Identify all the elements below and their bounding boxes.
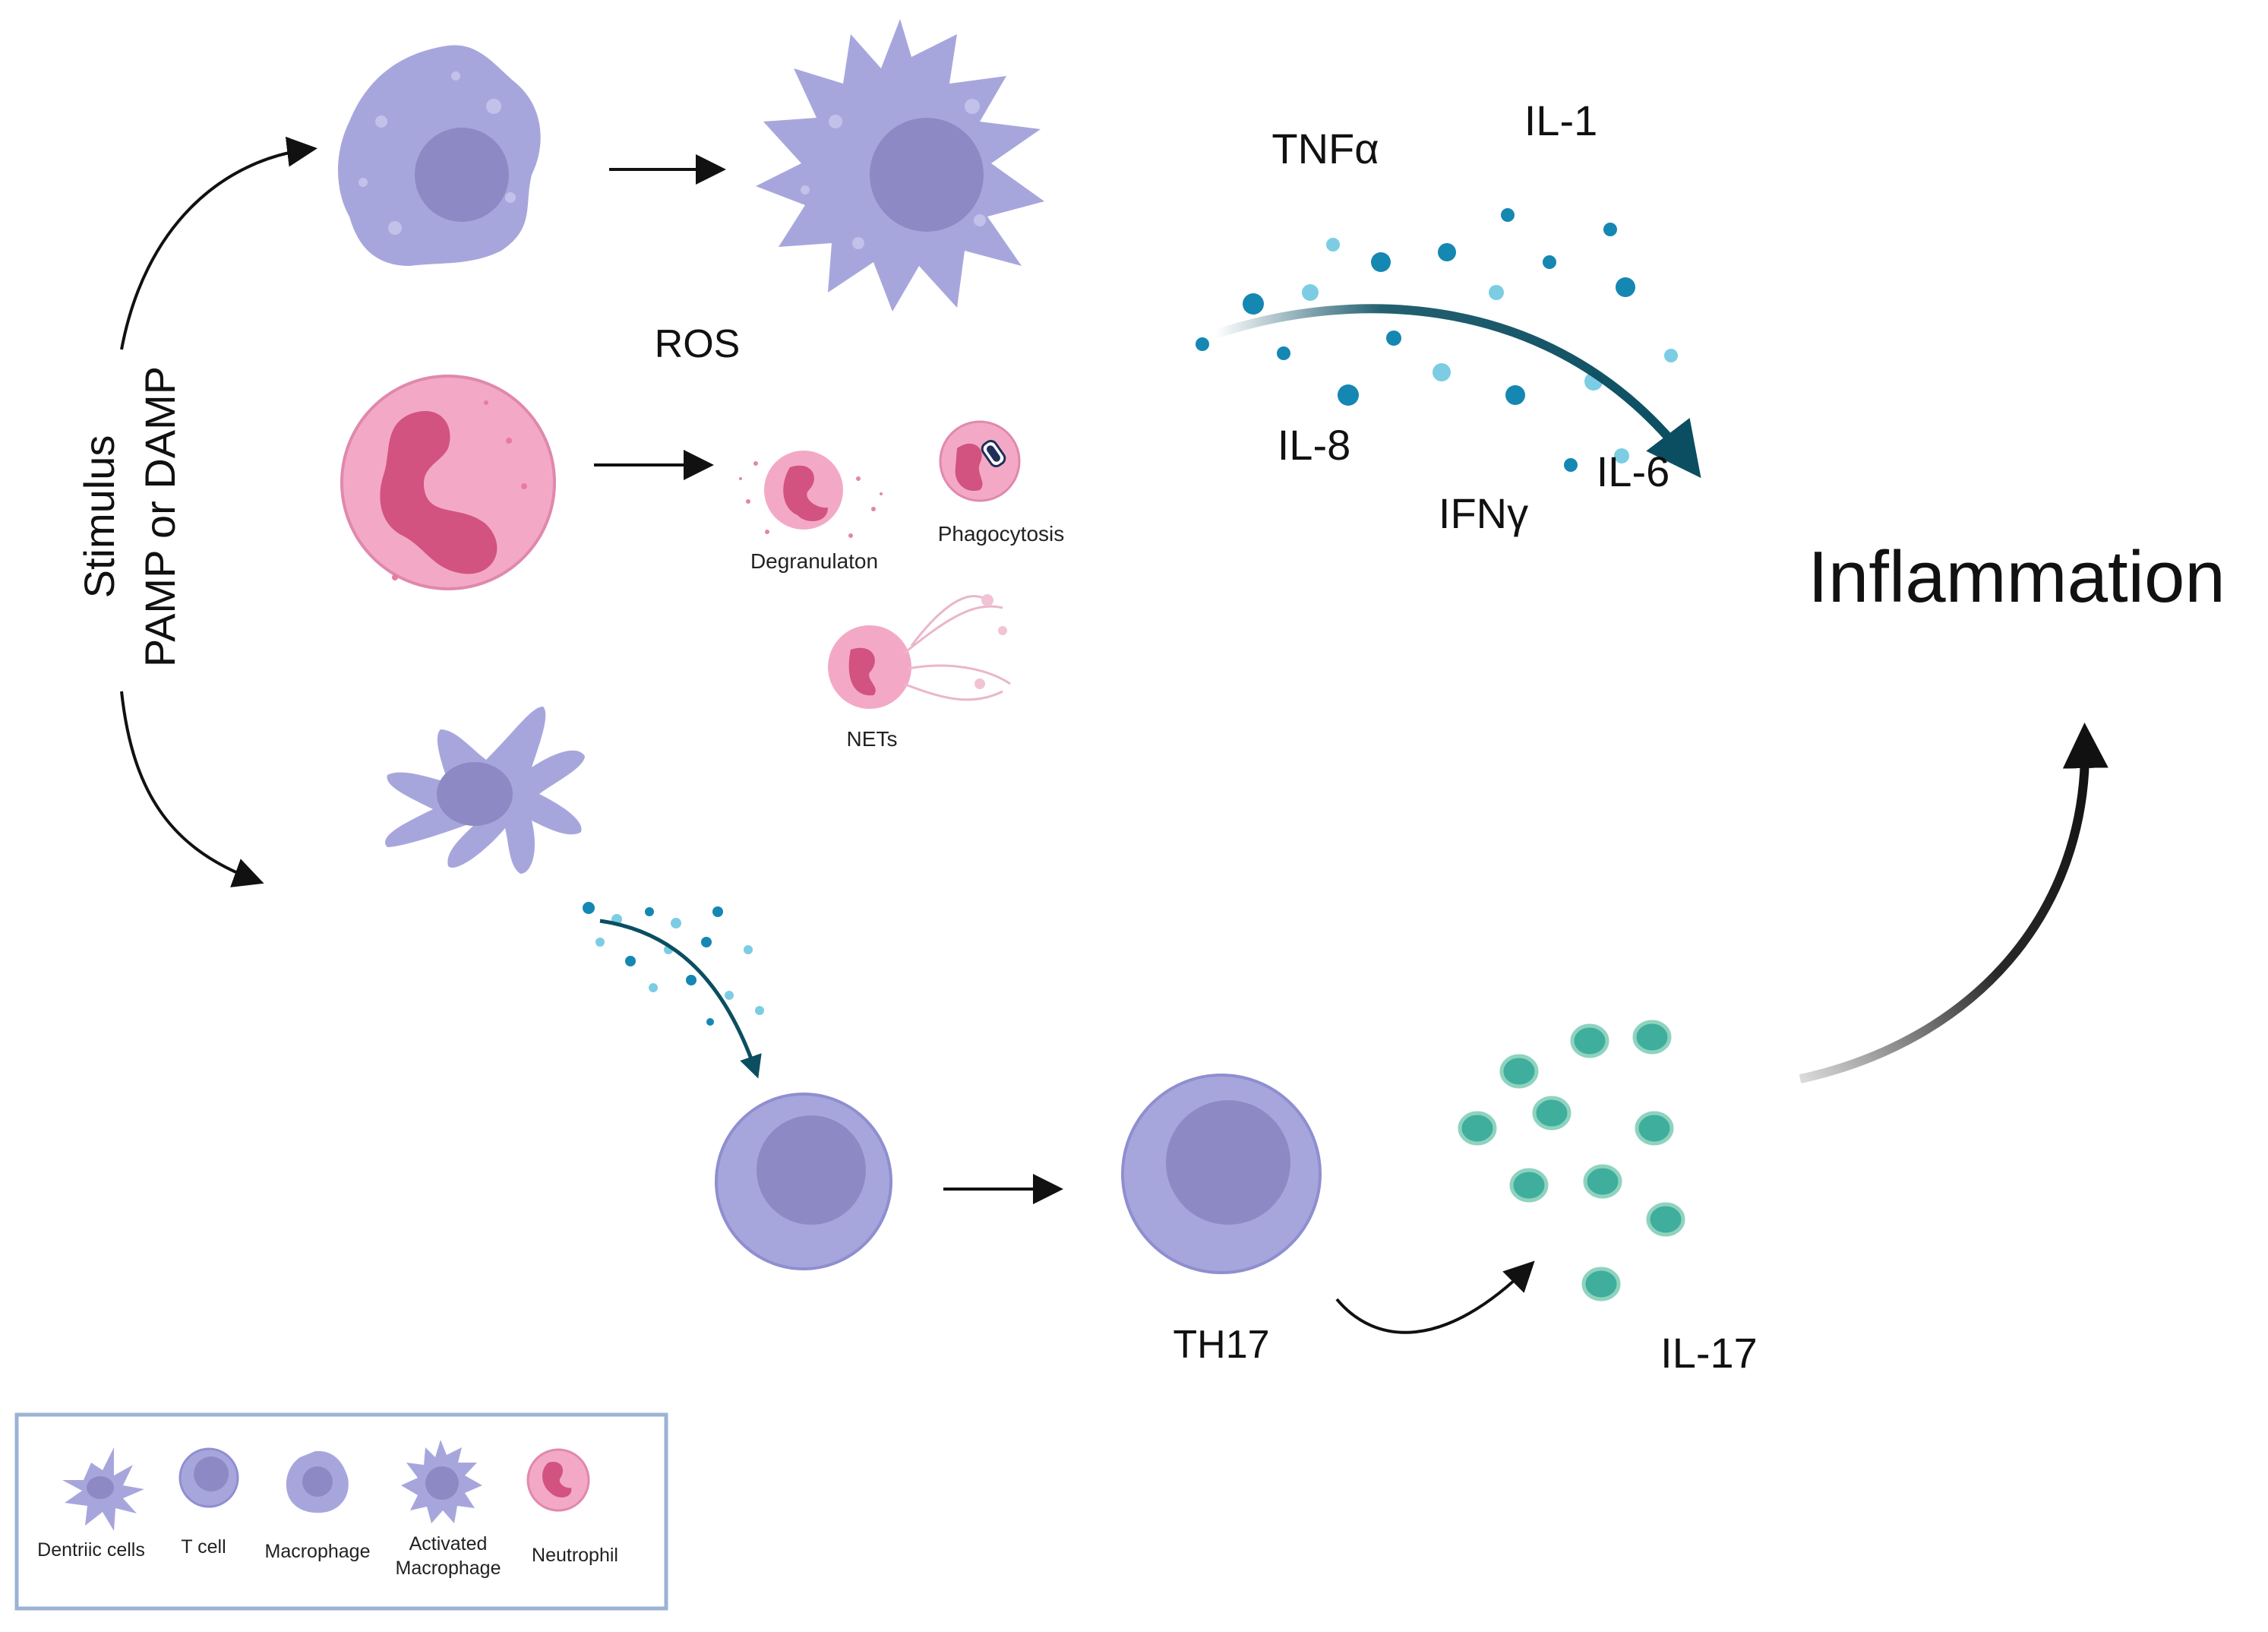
il6-label: IL-6 bbox=[1597, 448, 1670, 495]
il17-cluster bbox=[1458, 1020, 1685, 1301]
cytokine-cloud bbox=[1196, 208, 1678, 472]
il1-label: IL-1 bbox=[1524, 96, 1598, 144]
arrow-stimulus-to-dendritic bbox=[120, 691, 264, 887]
degranulation-label: Degranulaton bbox=[750, 549, 878, 573]
legend: Dentriic cells T cell Macrophage Activat… bbox=[14, 1412, 668, 1611]
legend-activated-macrophage-icon bbox=[401, 1440, 482, 1523]
macrophage-nucleus bbox=[415, 128, 509, 222]
nets-cell bbox=[828, 594, 1011, 709]
phagocytosis-cell bbox=[939, 420, 1021, 502]
legend-macrophage-label: Macrophage bbox=[265, 1541, 371, 1562]
legend-activated-label-line1: Activated bbox=[409, 1533, 488, 1555]
legend-neutrophil-icon bbox=[526, 1448, 590, 1512]
il17-label: IL-17 bbox=[1660, 1329, 1758, 1377]
stimulus-text: Stimulus bbox=[75, 435, 123, 599]
arrow-th17-to-il17 bbox=[1335, 1260, 1535, 1334]
arrow-cytokines-to-inflammation bbox=[1214, 304, 1701, 479]
tnfa-label: TNFα bbox=[1271, 125, 1379, 172]
dendritic-nucleus bbox=[437, 762, 513, 826]
dendritic-cell bbox=[385, 707, 585, 874]
nets-label: NETs bbox=[847, 727, 898, 751]
t-cell-nucleus bbox=[757, 1115, 866, 1225]
ifng-label: IFNγ bbox=[1439, 489, 1528, 537]
legend-activated-label-line2: Macrophage bbox=[396, 1558, 501, 1579]
legend-tcell-label: T cell bbox=[181, 1536, 226, 1558]
neutrophil-nucleus bbox=[380, 411, 498, 574]
legend-dendritic-label: Dentriic cells bbox=[37, 1539, 145, 1561]
arrow-dendritic-to-tcell bbox=[599, 919, 762, 1079]
activated-macrophage-nucleus bbox=[870, 118, 984, 232]
macrophage-cell bbox=[338, 45, 541, 267]
degranulation-cell bbox=[739, 451, 883, 538]
th17-label: TH17 bbox=[1173, 1323, 1269, 1367]
t-cell bbox=[715, 1093, 892, 1270]
th17-cell bbox=[1121, 1074, 1322, 1274]
stimulus-label: Stimulus PAMP or DAMP bbox=[75, 366, 184, 667]
legend-box bbox=[14, 1412, 668, 1611]
activated-macrophage-cell bbox=[756, 19, 1044, 312]
il8-label: IL-8 bbox=[1278, 421, 1351, 469]
legend-neutrophil-label: Neutrophil bbox=[532, 1545, 618, 1566]
arrow-il17-to-inflammation bbox=[1799, 723, 2108, 1083]
neutrophil-cell bbox=[340, 375, 556, 590]
arrow-stimulus-to-macrophage bbox=[120, 136, 317, 350]
th17-nucleus bbox=[1166, 1100, 1290, 1225]
dendritic-cytokines bbox=[583, 902, 764, 1026]
inflammation-label: Inflammation bbox=[1808, 536, 2225, 618]
legend-dendritic-icon bbox=[62, 1447, 144, 1531]
stimulus-subtext: PAMP or DAMP bbox=[136, 366, 184, 667]
legend-tcell-icon bbox=[178, 1447, 239, 1508]
phagocytosis-label: Phagocytosis bbox=[938, 522, 1065, 546]
ros-label: ROS bbox=[655, 322, 741, 366]
legend-macrophage-icon bbox=[286, 1450, 349, 1513]
